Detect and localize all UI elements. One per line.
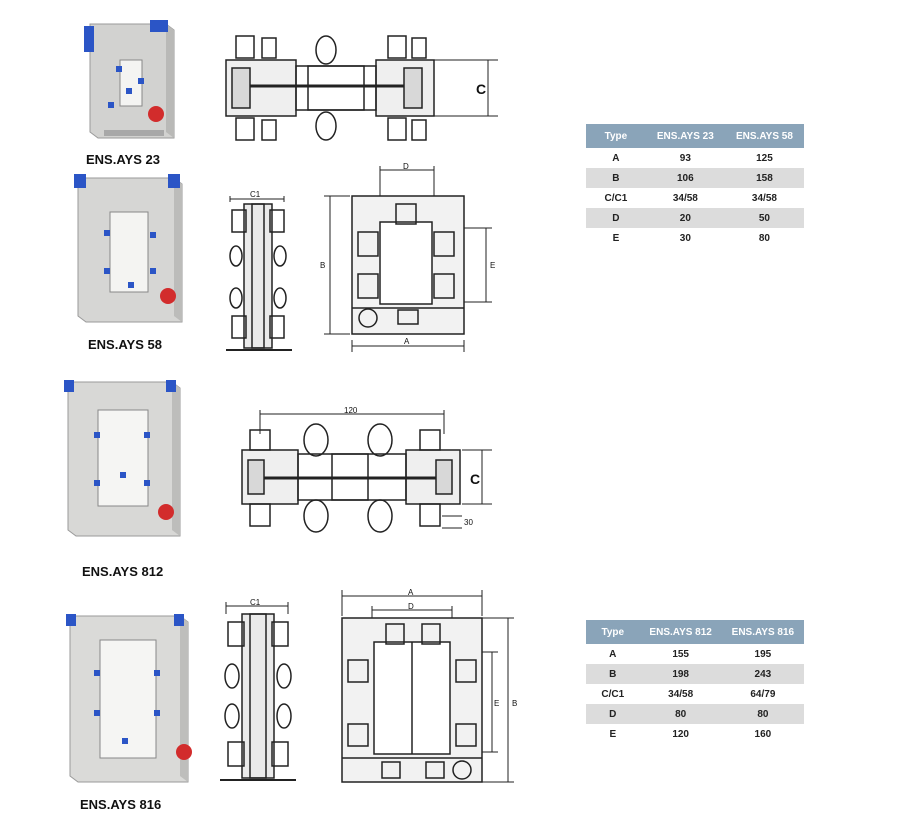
spec-cell: 125	[756, 152, 773, 164]
dim-label-e: E	[490, 261, 495, 270]
table-row: B 198 243	[586, 664, 804, 684]
spec-cell: 80	[758, 232, 770, 244]
spec-row-label: D	[586, 208, 646, 228]
table-row: E 30 80	[586, 228, 804, 248]
table-row: D 80 80	[586, 704, 804, 724]
spec-header-model-1: ENS.AYS 812	[639, 620, 722, 644]
spec-header-model-2: ENS.AYS 58	[724, 124, 804, 148]
spec-cell: 34/58	[668, 688, 694, 700]
spec-row-label: A	[609, 648, 617, 660]
spec-cell: 20	[645, 208, 725, 228]
spec-header-model-2: ENS.AYS 816	[721, 620, 804, 644]
drawing-side-view-ens-ays-58: C1	[226, 190, 292, 351]
dim-label-c1-816: C1	[250, 598, 261, 607]
product-photo-ens-ays-23	[84, 20, 175, 139]
dim-label-c1: C1	[250, 190, 261, 199]
table-row: C/C1 34/58 64/79	[586, 684, 804, 704]
spec-header-type: Type	[586, 124, 646, 148]
spec-cell: 243	[721, 664, 804, 684]
spec-cell: 195	[754, 648, 772, 660]
dim-label-d-816: D	[408, 602, 414, 611]
dim-label-120: 120	[344, 406, 358, 415]
spec-row-label: B	[586, 664, 640, 684]
product-photo-ens-ays-58	[74, 174, 183, 323]
spec-cell: 198	[639, 664, 722, 684]
product-photo-ens-ays-812	[64, 380, 181, 537]
spec-row-label: C/C1	[601, 688, 625, 700]
spec-row-label: B	[586, 168, 646, 188]
drawing-top-view-ens-ays-23: C	[225, 35, 498, 141]
caption-ens-ays-816: ENS.AYS 816	[80, 797, 162, 812]
spec-table-small: Type ENS.AYS 23 ENS.AYS 58 A 93 125 B 10…	[586, 124, 804, 248]
caption-ens-ays-812: ENS.AYS 812	[82, 564, 164, 579]
spec-cell: 158	[724, 168, 804, 188]
drawing-side-view-ens-ays-816: C1	[220, 598, 296, 781]
drawing-front-view-ens-ays-58: D B E A	[320, 162, 495, 352]
dim-label-30: 30	[464, 518, 473, 527]
spec-cell: 34/58	[751, 192, 777, 204]
dim-label-c-812: C	[470, 471, 480, 487]
spec-row-label: A	[612, 152, 620, 164]
dim-label-c: C	[476, 81, 486, 97]
spec-cell: 80	[721, 704, 804, 724]
spec-cell: 93	[679, 152, 691, 164]
spec-row-label: E	[612, 232, 620, 244]
spec-cell: 155	[672, 648, 689, 660]
table-row: A 93 125	[586, 148, 804, 168]
table-row: D 20 50	[586, 208, 804, 228]
spec-header-type: Type	[586, 620, 640, 644]
spec-cell: 106	[645, 168, 725, 188]
dim-label-d: D	[403, 162, 409, 171]
spec-table-header-row: Type ENS.AYS 23 ENS.AYS 58	[586, 124, 804, 148]
spec-cell: 64/79	[750, 688, 776, 700]
product-photo-ens-ays-816	[66, 614, 192, 783]
caption-ens-ays-23: ENS.AYS 23	[86, 152, 160, 167]
table-row: B 106 158	[586, 168, 804, 188]
caption-ens-ays-58: ENS.AYS 58	[88, 337, 162, 352]
spec-table-large: Type ENS.AYS 812 ENS.AYS 816 A 155 195 B…	[586, 620, 804, 744]
spec-row-label: D	[586, 704, 640, 724]
dim-label-b-816: B	[512, 699, 517, 708]
drawing-front-view-ens-ays-816: A D E B	[341, 588, 517, 783]
spec-cell: 50	[724, 208, 804, 228]
dim-label-a-816: A	[408, 588, 414, 597]
spec-row-label: C/C1	[604, 192, 628, 204]
spec-cell: 80	[639, 704, 722, 724]
spec-row-label: E	[609, 728, 617, 740]
spec-cell: 120	[672, 728, 689, 740]
spec-cell: 30	[679, 232, 691, 244]
drawing-top-view-ens-ays-812: 120 C 30	[241, 406, 492, 533]
dim-label-e-816: E	[494, 699, 499, 708]
table-row: C/C1 34/58 34/58	[586, 188, 804, 208]
table-row: E 120 160	[586, 724, 804, 744]
spec-cell: 160	[754, 728, 772, 740]
spec-header-model-1: ENS.AYS 23	[645, 124, 725, 148]
dim-label-a: A	[404, 337, 410, 346]
dim-label-b: B	[320, 261, 325, 270]
spec-table-header-row: Type ENS.AYS 812 ENS.AYS 816	[586, 620, 804, 644]
table-row: A 155 195	[586, 644, 804, 664]
spec-cell: 34/58	[672, 192, 698, 204]
